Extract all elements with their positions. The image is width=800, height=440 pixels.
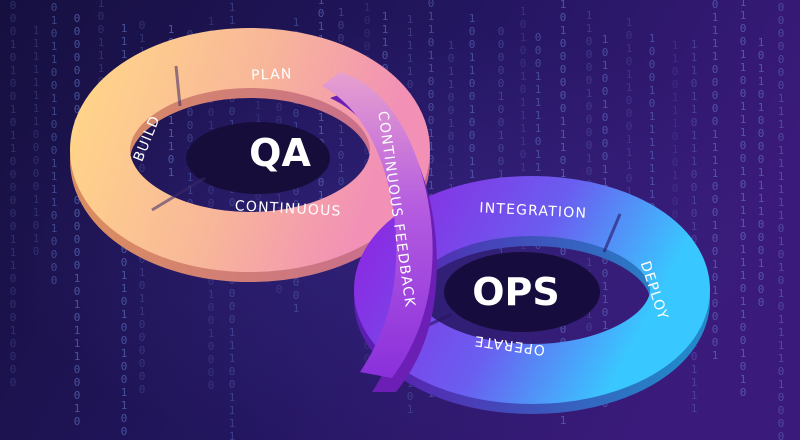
segment-divider <box>151 176 206 212</box>
feedback-band-face <box>322 72 433 378</box>
ops-loop-face <box>354 176 710 404</box>
hub-label-ops: OPS <box>472 270 560 314</box>
qa-hole <box>186 122 330 194</box>
segment-divider <box>174 65 182 107</box>
segment-label-integration: INTEGRATION <box>479 200 588 222</box>
feedback-band <box>322 72 437 392</box>
hub-label-qa: QA <box>249 131 311 175</box>
ops-loop <box>354 176 710 414</box>
segment-label-plan: PLAN <box>251 66 293 83</box>
ops-hole <box>444 252 600 332</box>
segment-divider <box>602 213 622 253</box>
segment-label-continuous: CONTINUOUS <box>234 198 342 220</box>
